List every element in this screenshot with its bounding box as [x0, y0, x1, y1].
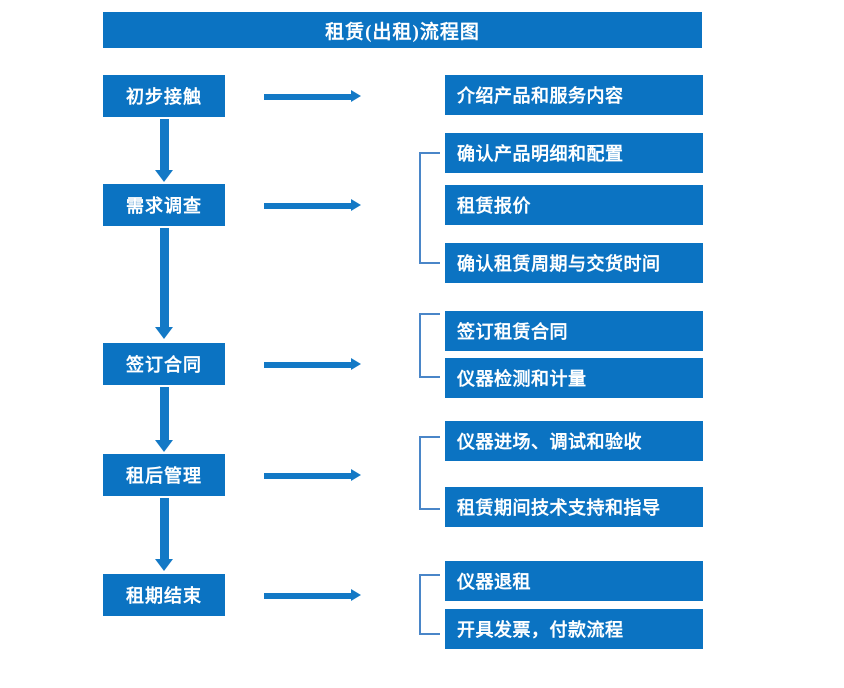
- detail-node-6-label: 仪器检测和计量: [457, 369, 587, 389]
- detail-node-8-label: 租赁期间技术支持和指导: [457, 498, 661, 518]
- left-bracket-icon-group-5: [419, 574, 440, 635]
- detail-node-3-label: 租赁报价: [457, 196, 531, 216]
- detail-node-6[interactable]: 仪器检测和计量: [445, 358, 703, 398]
- detail-node-4-label: 确认租赁周期与交货时间: [457, 254, 661, 274]
- stage-node-3[interactable]: 签订合同: [103, 343, 225, 385]
- detail-node-5-label: 签订租赁合同: [457, 322, 568, 342]
- left-bracket-icon-group-3: [419, 313, 440, 378]
- arrow-shaft: [264, 473, 352, 479]
- left-bracket-icon-group-4: [419, 436, 440, 510]
- detail-node-9-label: 仪器退租: [457, 572, 531, 592]
- arrow-head: [155, 327, 173, 339]
- page-title: 租赁(出租)流程图: [325, 21, 480, 43]
- right-arrow-icon-1: [264, 90, 361, 102]
- arrow-head: [351, 589, 361, 601]
- detail-node-1-label: 介绍产品和服务内容: [457, 86, 624, 106]
- stage-node-1-label: 初步接触: [126, 87, 202, 107]
- arrow-shaft: [160, 498, 169, 560]
- arrow-head: [351, 90, 361, 102]
- arrow-shaft: [160, 387, 169, 441]
- arrow-shaft: [264, 593, 352, 599]
- down-arrow-icon-2: [155, 228, 173, 339]
- down-arrow-icon-3: [155, 387, 173, 452]
- detail-node-2-label: 确认产品明细和配置: [457, 144, 624, 164]
- stage-node-4-label: 租后管理: [126, 466, 202, 486]
- stage-node-3-label: 签订合同: [126, 355, 202, 375]
- detail-node-9[interactable]: 仪器退租: [445, 561, 703, 601]
- down-arrow-icon-4: [155, 498, 173, 571]
- right-arrow-icon-2: [264, 199, 361, 211]
- detail-node-10[interactable]: 开具发票，付款流程: [445, 609, 703, 649]
- detail-node-5[interactable]: 签订租赁合同: [445, 311, 703, 351]
- arrow-shaft: [264, 362, 352, 368]
- arrow-shaft: [264, 94, 352, 100]
- detail-node-3[interactable]: 租赁报价: [445, 185, 703, 225]
- stage-node-5[interactable]: 租期结束: [103, 574, 225, 616]
- right-arrow-icon-3: [264, 358, 361, 370]
- detail-node-4[interactable]: 确认租赁周期与交货时间: [445, 243, 703, 283]
- arrow-shaft: [160, 119, 169, 171]
- detail-node-8[interactable]: 租赁期间技术支持和指导: [445, 487, 703, 527]
- right-arrow-icon-5: [264, 589, 361, 601]
- detail-node-2[interactable]: 确认产品明细和配置: [445, 133, 703, 173]
- left-bracket-icon-group-2: [419, 152, 440, 264]
- stage-node-2-label: 需求调查: [126, 196, 202, 216]
- arrow-head: [155, 440, 173, 452]
- right-arrow-icon-4: [264, 469, 361, 481]
- arrow-head: [351, 469, 361, 481]
- detail-node-10-label: 开具发票，付款流程: [457, 620, 624, 640]
- stage-node-5-label: 租期结束: [126, 586, 202, 606]
- stage-node-2[interactable]: 需求调查: [103, 184, 225, 226]
- stage-node-1[interactable]: 初步接触: [103, 75, 225, 117]
- arrow-shaft: [264, 203, 352, 209]
- down-arrow-icon-1: [155, 119, 173, 182]
- diagram-title-bar: 租赁(出租)流程图: [103, 12, 702, 48]
- arrow-shaft: [160, 228, 169, 328]
- arrow-head: [155, 170, 173, 182]
- stage-node-4[interactable]: 租后管理: [103, 454, 225, 496]
- arrow-head: [351, 199, 361, 211]
- arrow-head: [155, 559, 173, 571]
- detail-node-7-label: 仪器进场、调试和验收: [457, 432, 642, 452]
- detail-node-1[interactable]: 介绍产品和服务内容: [445, 75, 703, 115]
- detail-node-7[interactable]: 仪器进场、调试和验收: [445, 421, 703, 461]
- arrow-head: [351, 358, 361, 370]
